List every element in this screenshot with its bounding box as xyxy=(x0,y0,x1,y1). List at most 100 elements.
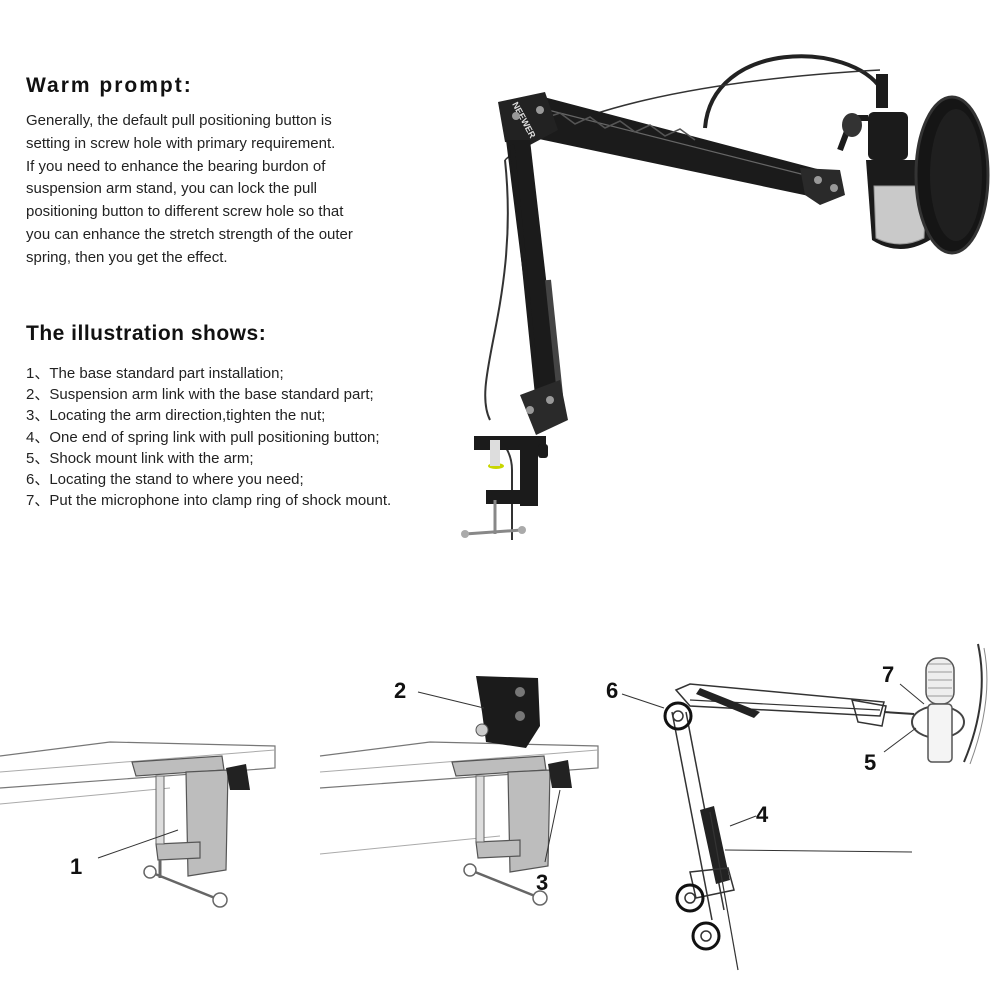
warm-prompt-line: you can enhance the stretch strength of … xyxy=(26,225,353,243)
callout-leader xyxy=(544,789,561,863)
clamp-handle xyxy=(149,870,221,902)
clamp-body xyxy=(520,436,538,506)
elbow-screw xyxy=(512,112,520,120)
warm-prompt-text: Generally, the default pull positioning … xyxy=(26,110,426,270)
table-underside xyxy=(319,835,501,855)
callout-leader xyxy=(729,815,757,827)
step-item: 2、Suspension arm link with the base stan… xyxy=(26,386,374,404)
upper-arm-spring xyxy=(696,688,760,718)
clamp-knob xyxy=(548,760,572,788)
callout-7: 7 xyxy=(882,662,894,687)
clamp-handle xyxy=(464,528,523,536)
step-item: 3、Locating the arm direction,tighten the… xyxy=(26,407,326,425)
upper-arm-joint xyxy=(800,168,845,205)
handle-knob xyxy=(212,892,228,908)
gooseneck-cable xyxy=(703,54,884,129)
handle-knob xyxy=(463,863,477,877)
upper-arm-outline xyxy=(674,683,885,717)
audio-cable xyxy=(484,159,509,421)
illustration-steps: 1、The base standard part installation; 2… xyxy=(26,363,391,511)
product-mic-stand: NEEWER xyxy=(461,54,990,540)
callout-leader xyxy=(899,683,925,705)
mic-body xyxy=(868,112,908,160)
pop-filter-edge xyxy=(963,643,983,763)
tighten-knob xyxy=(538,444,548,458)
top-elbow xyxy=(498,92,558,145)
diagram-step-4-7: 6 4 5 7 xyxy=(606,643,988,971)
upper-arm-spring xyxy=(544,112,696,141)
warm-prompt-line: positioning button to different screw ho… xyxy=(26,203,344,221)
step-item: 6、Locating the stand to where you need; xyxy=(26,471,304,489)
diagram-step-2-3: 2 3 xyxy=(319,676,599,906)
diagram-step-1: 1 xyxy=(0,741,276,908)
callout-leader xyxy=(621,693,665,709)
pop-filter-mesh xyxy=(930,109,982,241)
clamp-bottom xyxy=(486,490,538,504)
lower-arm-bar xyxy=(671,711,713,921)
mic-head xyxy=(925,657,955,705)
pop-filter-edge xyxy=(969,647,988,765)
lower-arm-rod xyxy=(709,811,739,971)
callout-leader xyxy=(97,829,179,859)
mic-grille xyxy=(928,663,952,697)
clamp-frame xyxy=(185,769,229,877)
upper-arm xyxy=(510,96,840,200)
table-top-outline xyxy=(319,741,599,789)
warm-prompt-line: Generally, the default pull positioning … xyxy=(26,112,332,129)
table-underside xyxy=(0,787,171,805)
joint-screw xyxy=(830,184,838,192)
clamp-handle xyxy=(469,868,541,900)
callout-leader xyxy=(883,727,917,753)
clamp-knob xyxy=(226,764,250,790)
clamp-lower-jaw xyxy=(475,839,521,859)
mic-connector xyxy=(876,74,888,108)
warm-prompt-line: spring, then you get the effect. xyxy=(26,248,228,266)
warm-prompt-line: suspension arm stand, you can lock the p… xyxy=(26,180,317,198)
lower-arm-bar xyxy=(509,144,541,401)
arm-base-part xyxy=(476,676,540,748)
handle-knob xyxy=(143,865,157,879)
joint-screw xyxy=(546,396,554,404)
table-top-outline xyxy=(0,741,276,789)
elbow-screw xyxy=(536,106,544,114)
callout-1: 1 xyxy=(70,854,82,879)
cable-line xyxy=(724,849,913,853)
joint-screw xyxy=(814,176,822,184)
handle-knob xyxy=(461,530,469,538)
warm-prompt-line: If you need to enhance the bearing burdo… xyxy=(26,157,326,175)
shock-mount-ring xyxy=(842,113,862,137)
handle-knob xyxy=(532,890,548,906)
joint-screw xyxy=(526,406,534,414)
step-item: 1、The base standard part installation; xyxy=(26,365,284,382)
warm-prompt-line: setting in screw hole with primary requi… xyxy=(26,134,336,152)
lower-joint xyxy=(689,867,735,899)
arm-pin xyxy=(475,723,489,737)
shock-mount-link xyxy=(883,711,915,715)
callout-4: 4 xyxy=(756,802,769,827)
highlight-circle xyxy=(691,921,721,951)
mic-body xyxy=(927,703,953,763)
clamp-screw-rod xyxy=(155,775,165,845)
highlight-circle xyxy=(675,883,705,913)
handle-knob xyxy=(518,526,526,534)
callout-leader xyxy=(417,691,485,709)
lower-joint xyxy=(520,380,568,435)
lower-arm-spring xyxy=(545,279,563,396)
illustration-heading: The illustration shows: xyxy=(26,322,267,345)
step-item: 7、Put the microphone into clamp ring of … xyxy=(26,492,392,510)
clamp-lower-jaw xyxy=(155,841,201,861)
clamp-screw-rod xyxy=(490,440,500,466)
joint-pivot xyxy=(672,710,684,722)
joint-pivot xyxy=(700,930,712,942)
lower-arm-spring xyxy=(700,806,730,884)
table-edge xyxy=(0,749,276,773)
mic-grille xyxy=(873,185,927,245)
callout-5: 5 xyxy=(864,750,876,775)
highlight-circle xyxy=(663,701,693,731)
warm-prompt-heading: Warm prompt: xyxy=(26,74,193,97)
clamp-screw-rod xyxy=(475,775,485,843)
upper-arm-highlight xyxy=(539,107,826,181)
joint-pivot xyxy=(684,892,696,904)
callout-6: 6 xyxy=(606,678,618,703)
